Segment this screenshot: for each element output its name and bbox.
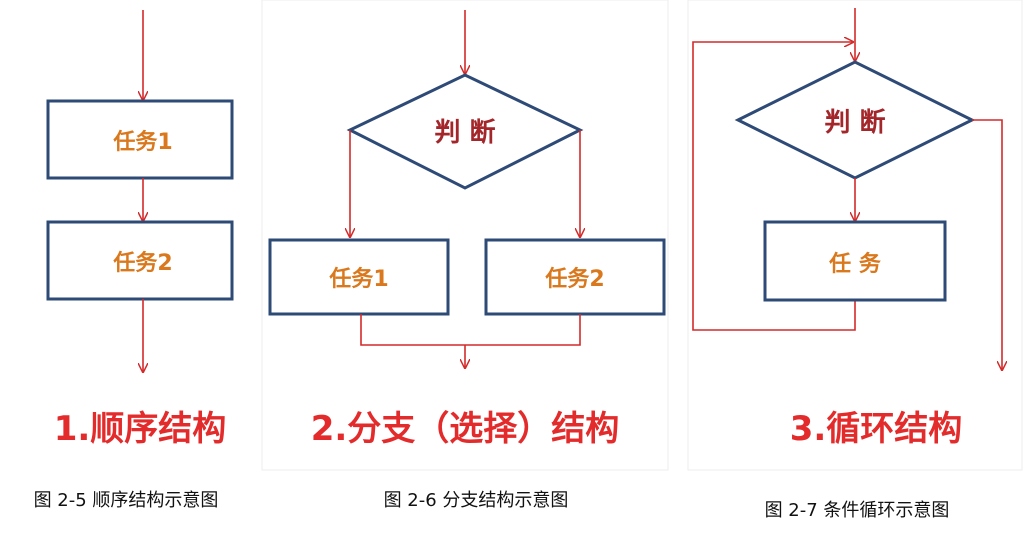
task1-label: 任务1 bbox=[112, 129, 172, 155]
branch-structure-diagram: 判 断 任务1 任务2 2.分支（选择）结构 图 2-6 分支结构示意图 bbox=[261, 0, 669, 511]
task2-label: 任务2 bbox=[112, 250, 172, 276]
sequence-title: 1.顺序结构 bbox=[54, 409, 227, 449]
decision-label: 判 断 bbox=[824, 107, 885, 138]
task2-label: 任务2 bbox=[544, 266, 604, 292]
branch-title: 2.分支（选择）结构 bbox=[311, 409, 620, 449]
sequence-caption: 图 2-5 顺序结构示意图 bbox=[34, 490, 219, 511]
task1-label: 任务1 bbox=[328, 266, 388, 292]
loop-title: 3.循环结构 bbox=[790, 409, 963, 449]
task-box bbox=[763, 220, 947, 302]
loop-caption: 图 2-7 条件循环示意图 bbox=[765, 500, 950, 521]
decision-label: 判 断 bbox=[434, 117, 495, 148]
sequence-structure-diagram: 任务1 任务2 1.顺序结构 图 2-5 顺序结构示意图 bbox=[34, 10, 234, 511]
task1-box bbox=[46, 99, 234, 180]
loop-structure-diagram: 判 断 任 务 3.循环结构 图 2-7 条件循环示意图 bbox=[687, 0, 1023, 521]
task2-box bbox=[484, 238, 666, 316]
merge-line bbox=[360, 314, 581, 346]
branch-caption: 图 2-6 分支结构示意图 bbox=[384, 490, 569, 511]
task1-box bbox=[268, 238, 450, 316]
task2-box bbox=[46, 220, 234, 301]
exit-line bbox=[972, 119, 1002, 370]
loop-back-line bbox=[692, 42, 856, 331]
task-label: 任 务 bbox=[828, 251, 882, 277]
